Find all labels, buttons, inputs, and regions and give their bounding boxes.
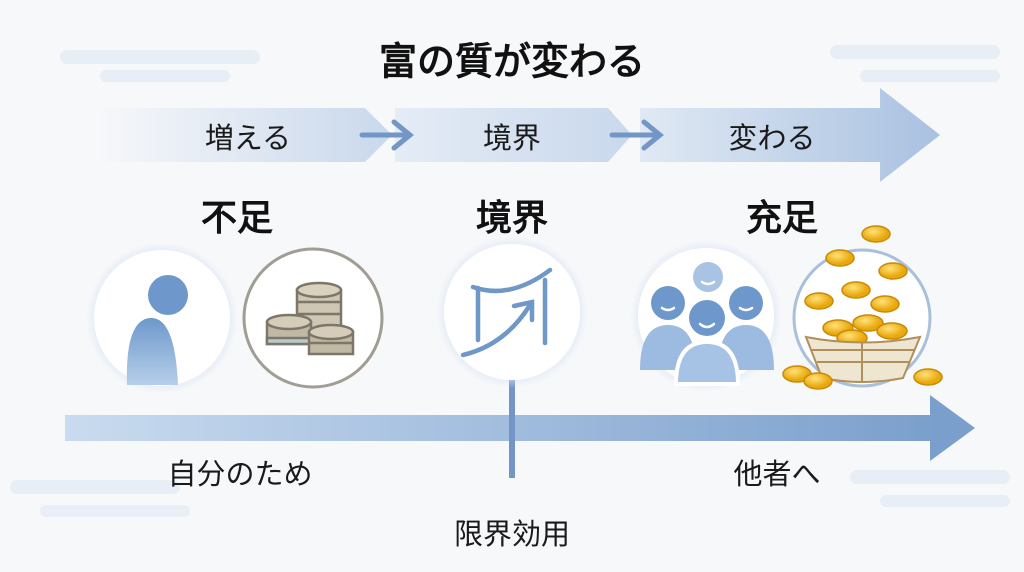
arrow-right-icon: [359, 119, 414, 151]
step-boundary: 境界: [482, 121, 542, 155]
marginal-utility-label: 限界効用: [453, 517, 571, 551]
step-change: 変わる: [728, 121, 816, 155]
stage-heading-sufficiency: 充足: [745, 198, 819, 239]
person-icon: [86, 242, 238, 394]
page-title: 富の質が変わる: [378, 39, 646, 84]
stage-heading-boundary: 境界: [475, 198, 549, 239]
axis-right-label: 他者へ: [733, 457, 821, 491]
gold-coin-basket-icon: [782, 225, 943, 390]
group-people-icon: [630, 240, 782, 392]
coin-stack-icon: [242, 247, 384, 389]
cloud-decoration: [10, 45, 1010, 517]
top-process-arrow: [95, 88, 940, 182]
arrow-right-icon: [609, 119, 664, 151]
axis-left-label: 自分のため: [167, 457, 313, 491]
boundary-growth-icon: [436, 236, 588, 388]
marginal-utility-marker: [509, 372, 515, 478]
bottom-axis-arrow: [65, 372, 975, 478]
stage-heading-shortage: 不足: [200, 198, 274, 239]
step-increase: 増える: [204, 121, 292, 155]
